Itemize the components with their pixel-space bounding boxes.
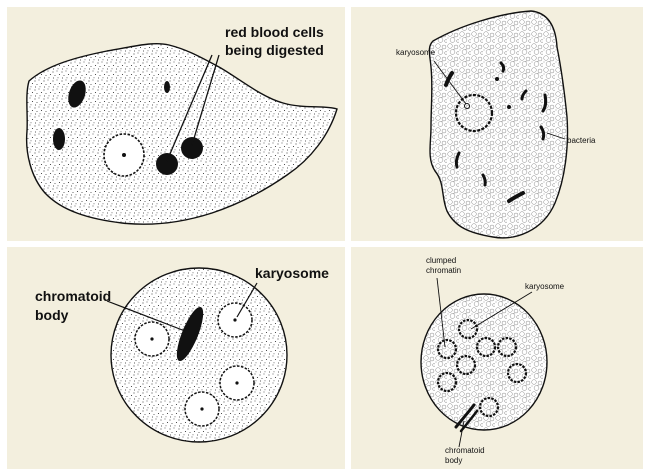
label-rbc-line1: red blood cells	[225, 24, 324, 40]
label-chromatoid-line2: body	[35, 307, 69, 323]
label-bacteria: bacteria	[567, 136, 596, 145]
vacuole-3	[164, 81, 170, 93]
nucleus	[498, 338, 516, 356]
nucleus	[480, 398, 498, 416]
label-karyosome: karyosome	[525, 282, 565, 291]
label-chromatoid-line1: chromatoid	[35, 288, 111, 304]
label-karyosome: karyosome	[255, 265, 329, 281]
label-chromatoid-line1: chromatoid	[445, 446, 485, 455]
label-chromatoid-line2: body	[445, 456, 462, 465]
label-rbc-line2: being digested	[225, 42, 324, 58]
label-clumped-line2: chromatin	[426, 266, 461, 275]
panel-trophozoite-rbc: red blood cells being digested	[7, 7, 345, 241]
nucleus	[456, 95, 492, 131]
nucleus	[438, 373, 456, 391]
nucleus	[459, 320, 477, 338]
rbc-1	[156, 153, 178, 175]
vacuole-2	[53, 128, 65, 150]
trophozoite-outline	[27, 44, 337, 225]
nucleus	[457, 356, 475, 374]
panel-cyst-multinucleate: clumped chromatin karyosome chromatoid b…	[351, 247, 643, 469]
rbc-2	[181, 137, 203, 159]
nucleus	[477, 338, 495, 356]
panel-trophozoite-bacteria: karyosome bacteria	[351, 7, 643, 241]
nucleus	[508, 364, 526, 382]
label-clumped-line1: clumped	[426, 256, 456, 265]
panel-cyst-chromatoid: chromatoid body karyosome	[7, 247, 345, 469]
nucleus-karyosome	[122, 153, 126, 157]
nucleus	[438, 340, 456, 358]
trophozoite-outline	[429, 11, 567, 238]
label-karyosome: karyosome	[396, 48, 436, 57]
